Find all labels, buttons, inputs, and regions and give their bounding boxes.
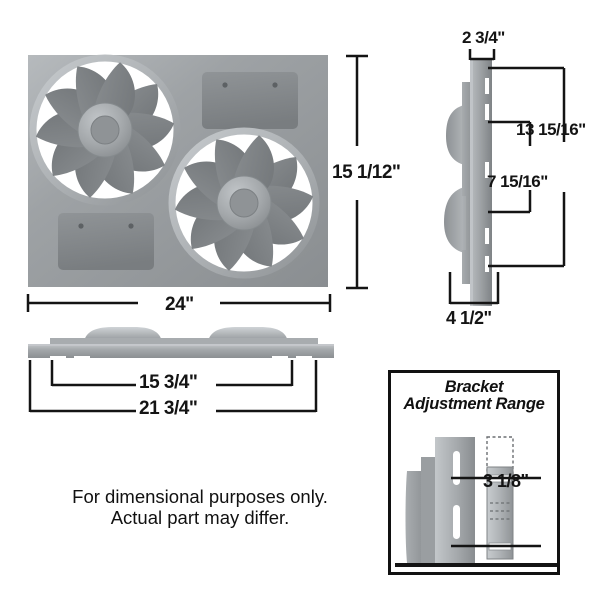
dimension-label-bracket-range: 3 1/8" [483, 471, 529, 491]
dimension-bottom-outer [28, 360, 318, 413]
dimension-label-side-lower: 7 15/16" [487, 172, 548, 191]
dimension-side-lower [488, 120, 532, 214]
side-view-profile [444, 60, 492, 306]
dimension-side-upper [488, 66, 566, 268]
disclaimer-text: For dimensional purposes only. Actual pa… [30, 486, 370, 528]
dimension-label-side-upper: 13 15/16" [516, 120, 586, 139]
dimension-front-height [346, 54, 368, 290]
bracket-title-line-2: Adjustment Range [403, 395, 545, 414]
mount-panel-upper [202, 72, 298, 129]
dimension-label-bottom-inner: 15 3/4" [139, 372, 198, 393]
mount-panel-lower [58, 213, 154, 270]
bracket-title-line-1: Bracket [444, 378, 504, 396]
fan-lower-right [172, 131, 316, 275]
dimension-label-side-depth: 2 3/4" [462, 28, 505, 47]
bracket-panel-title: Bracket Adjustment Range [391, 378, 557, 414]
bracket-adjustment-panel: Bracket Adjustment Range [388, 370, 560, 575]
dimension-front-width [26, 294, 332, 312]
dimension-label-front-height: 15 1/12" [332, 162, 401, 183]
dimension-label-front-width: 24" [165, 294, 194, 315]
dimension-bottom-inner [50, 360, 294, 387]
front-view-shroud [28, 55, 328, 287]
bracket-illustration [395, 436, 557, 567]
disclaimer-line-1: For dimensional purposes only. [72, 486, 328, 507]
bottom-view-profile [28, 327, 334, 359]
dimension-side-depth [468, 49, 496, 61]
dimension-label-side-base: 4 1/2" [446, 308, 492, 328]
dimension-label-bottom-outer: 21 3/4" [139, 398, 198, 419]
dimension-side-base [448, 272, 500, 305]
disclaimer-line-2: Actual part may differ. [110, 506, 290, 528]
fan-upper-left [33, 58, 177, 202]
